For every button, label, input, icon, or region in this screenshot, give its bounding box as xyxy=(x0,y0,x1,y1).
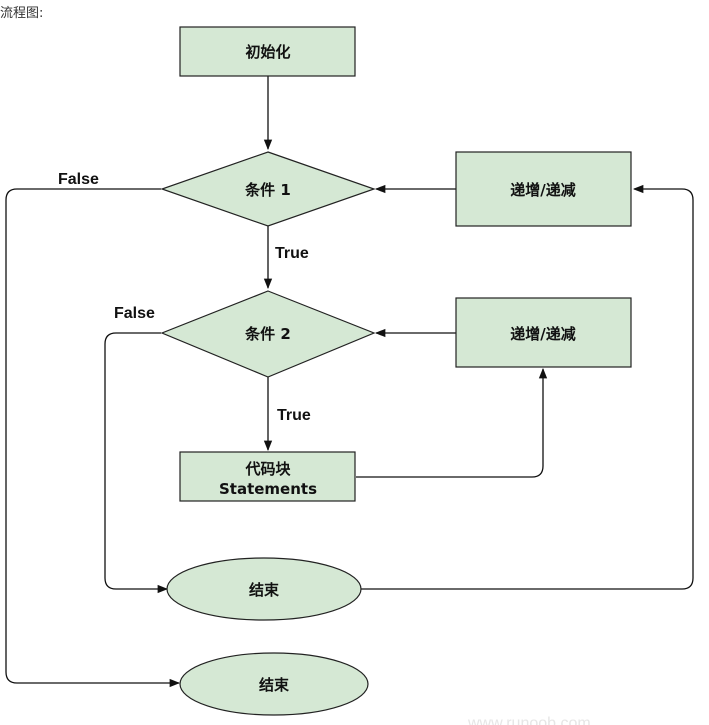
edge-cond1-false-to-end-outer xyxy=(5,188,181,688)
increment2-box xyxy=(455,297,632,368)
edge-cond2-false-to-end-inner xyxy=(104,332,169,594)
increment1-label: 递增/递减 xyxy=(510,181,575,199)
init-box xyxy=(179,26,356,77)
increment1-box xyxy=(455,151,632,227)
edge-label-true2: True xyxy=(277,407,311,424)
init-label: 初始化 xyxy=(245,43,290,61)
edge-label-true1: True xyxy=(275,245,309,262)
end-inner-label: 结束 xyxy=(249,581,280,599)
edge-code-to-inc2 xyxy=(356,367,548,478)
watermark-text: www.runoob.com xyxy=(467,715,591,725)
code-block-label-line2: Statements xyxy=(219,480,317,498)
condition2-label: 条件 2 xyxy=(244,325,291,343)
condition1-diamond xyxy=(160,151,376,227)
code-block-label-line1: 代码块 xyxy=(244,460,291,478)
end-outer-ellipse xyxy=(179,652,369,716)
condition2-diamond xyxy=(160,290,376,378)
end-inner-ellipse xyxy=(166,557,362,621)
edge-end-inner-to-inc1 xyxy=(361,184,694,590)
diagram-caption: 流程图: xyxy=(0,6,44,21)
increment2-label: 递增/递减 xyxy=(510,325,575,343)
condition1-label: 条件 1 xyxy=(244,181,291,199)
code-block-box xyxy=(179,451,356,502)
edge-label-false-outer: False xyxy=(58,171,99,188)
edge-label-false-inner: False xyxy=(114,305,155,322)
end-outer-label: 结束 xyxy=(259,676,290,694)
